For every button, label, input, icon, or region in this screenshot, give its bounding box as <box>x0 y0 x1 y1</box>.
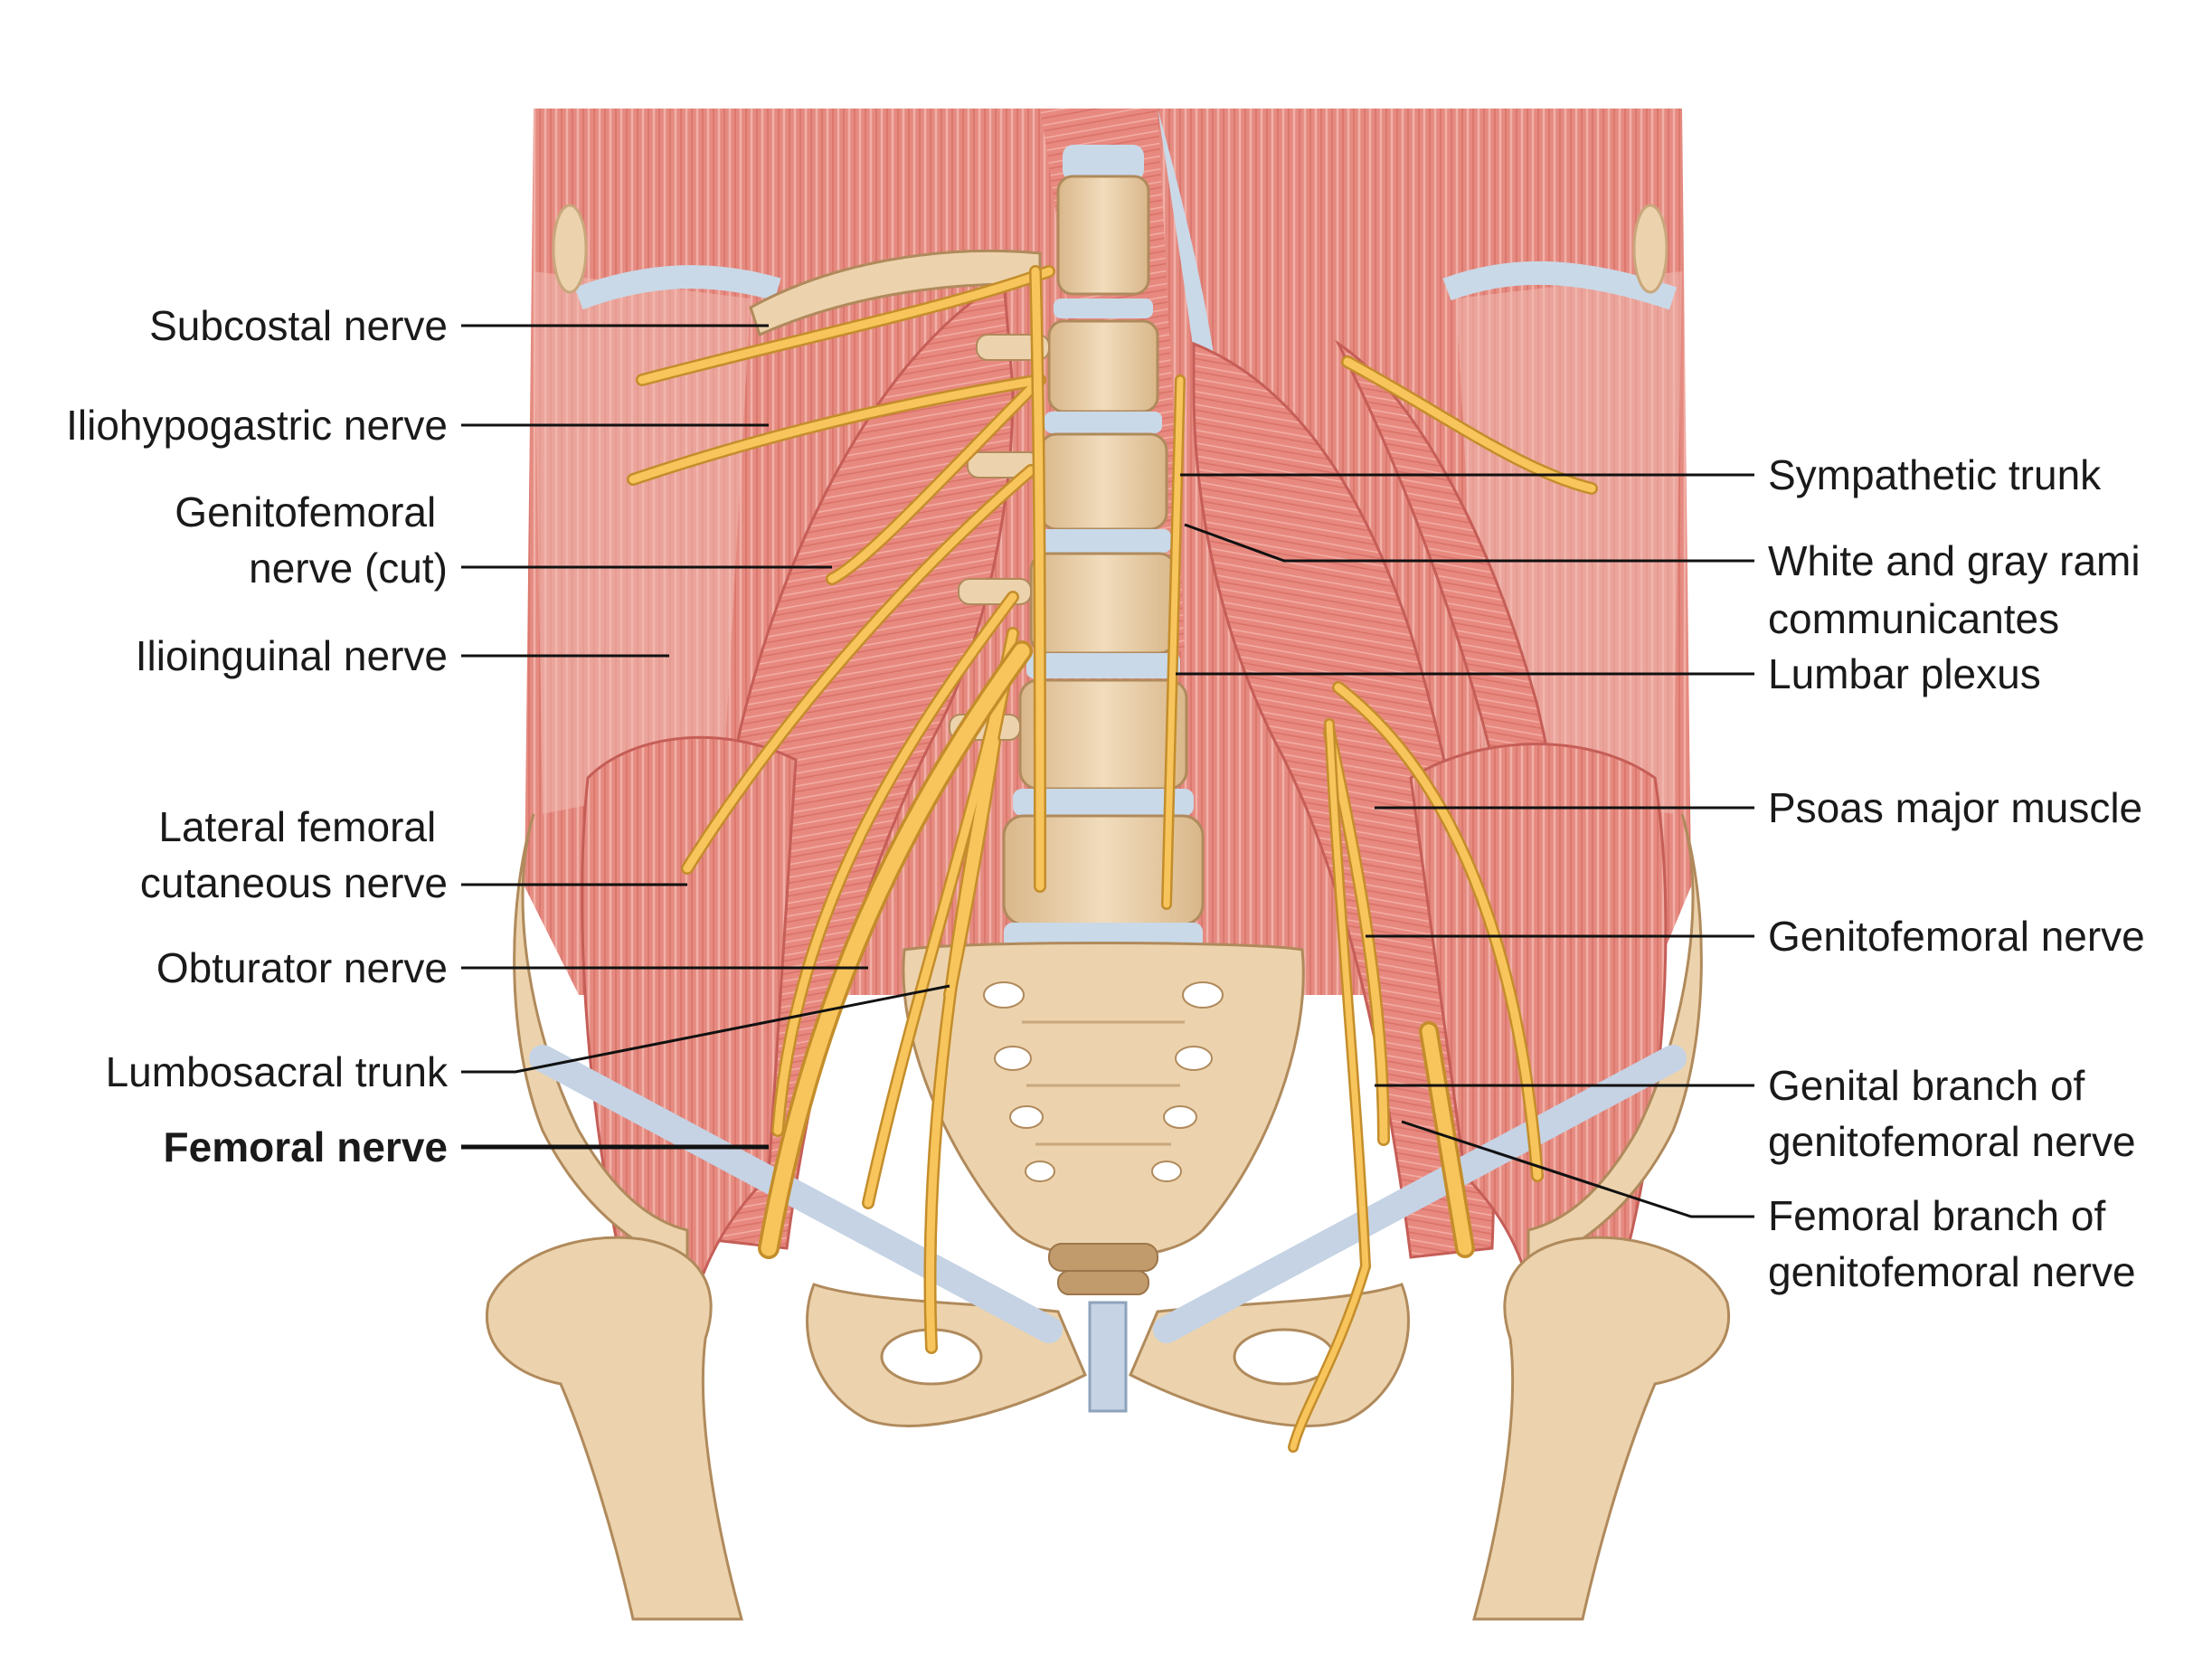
coccyx <box>1048 1243 1158 1295</box>
label-subcostal: Subcostal nerve <box>149 302 448 349</box>
femur-left <box>486 1236 743 1621</box>
rib-left <box>749 250 1042 337</box>
label-genital-branch: Genital branch of genitofemoral nerve <box>1768 1062 2136 1165</box>
leader-lines-left <box>461 324 950 1150</box>
vertebral-column <box>949 145 1205 950</box>
label-lumbar-plexus: Lumbar plexus <box>1768 650 2041 697</box>
label-obturator: Obturator nerve <box>156 944 448 991</box>
labels-left: Subcostal nerve Iliohypogastric nerve Ge… <box>66 302 449 1170</box>
label-femoral-branch: Femoral branch of genitofemoral nerve <box>1768 1192 2136 1295</box>
label-lateral-femoral-cutaneous: Lateral femoral cutaneous nerve <box>140 803 448 906</box>
labels-right: Sympathetic trunk White and gray rami co… <box>1768 451 2151 1295</box>
label-sympathetic-trunk: Sympathetic trunk <box>1768 451 2102 498</box>
leader-femoral-branch <box>1401 1120 1754 1218</box>
leader-rami-communicantes <box>1184 523 1754 563</box>
label-femoral: Femoral nerve <box>164 1123 448 1170</box>
label-rami-communicantes: White and gray rami communicantes <box>1768 537 2151 642</box>
label-lumbosacral-trunk: Lumbosacral trunk <box>106 1048 449 1095</box>
leader-lines-right <box>1176 473 1754 1218</box>
nerves <box>627 265 1598 1453</box>
leader-lumbosacral-trunk <box>461 984 950 1074</box>
label-genitofemoral-cut: Genitofemoral nerve (cut) <box>175 488 448 592</box>
sacrum <box>902 942 1305 1259</box>
label-iliohypogastric: Iliohypogastric nerve <box>66 402 448 449</box>
label-genitofemoral: Genitofemoral nerve <box>1768 913 2145 960</box>
femur-right <box>1472 1236 1730 1621</box>
inguinal-ligament-left <box>529 1045 1063 1343</box>
label-psoas-major: Psoas major muscle <box>1768 784 2142 831</box>
inguinal-ligament-right <box>1153 1045 1687 1343</box>
label-ilioinguinal: Ilioinguinal nerve <box>136 632 448 679</box>
